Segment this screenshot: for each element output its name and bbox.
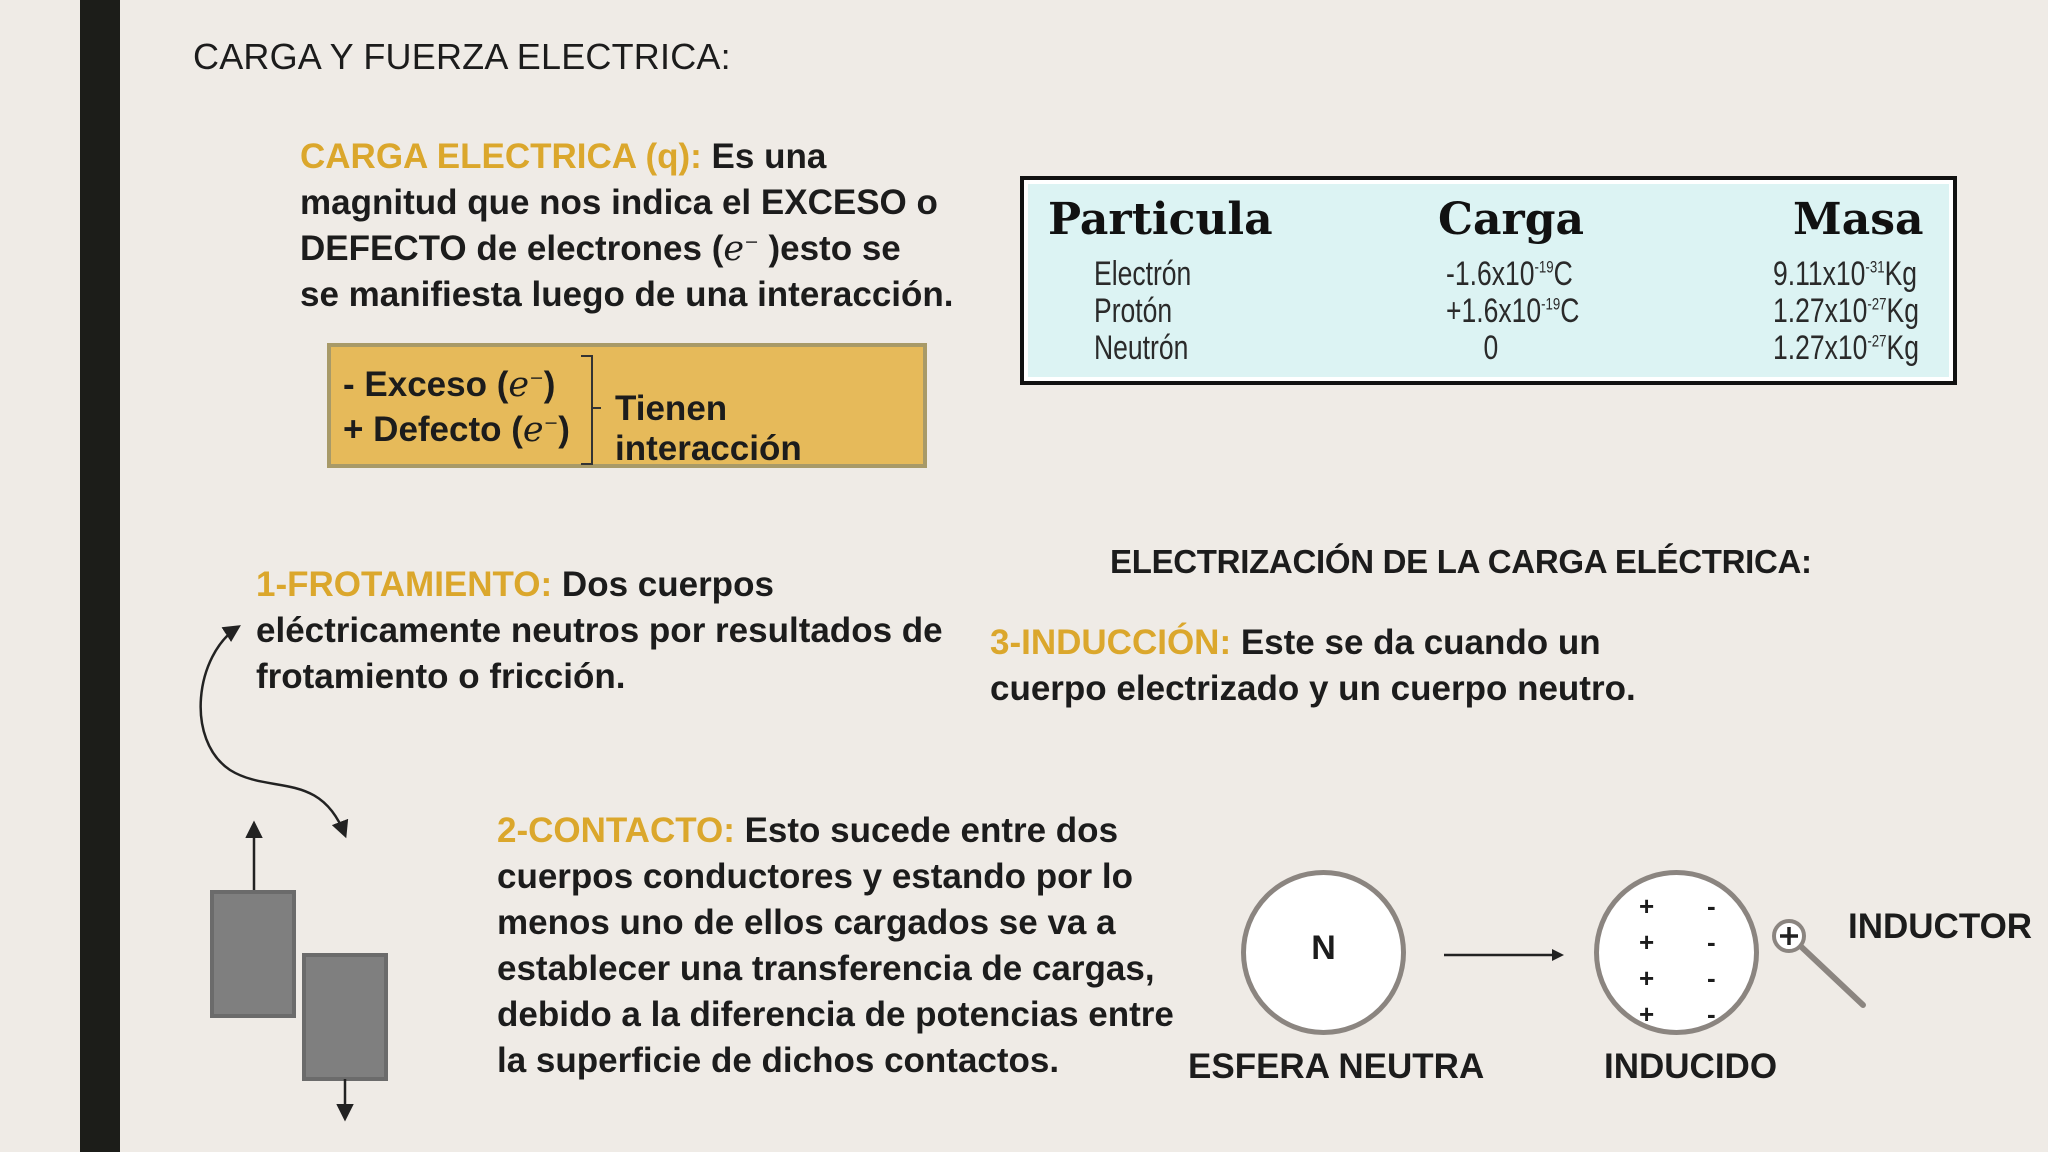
minus-sign: -	[1707, 999, 1716, 1029]
plus-sign: +	[1639, 963, 1655, 993]
carga-text-2: )esto se	[758, 229, 901, 268]
bracket-tick	[593, 407, 601, 409]
mass-base: 9.11x10	[1773, 255, 1866, 293]
electrizacion-heading: ELECTRIZACIÓN DE LA CARGA ELÉCTRICA:	[1110, 543, 1812, 580]
charge-base: +1.6x10	[1446, 292, 1542, 330]
defecto-e-symbol: e	[522, 410, 544, 450]
mass-unit: Kg	[1886, 329, 1919, 367]
mass-unit: Kg	[1886, 292, 1919, 330]
neutral-letter: N	[1311, 929, 1336, 967]
defecto-close: )	[558, 410, 570, 449]
block-left	[210, 890, 296, 1018]
plus-sign: +	[1639, 891, 1655, 921]
particle-table-body: Particula Carga Masa Electrón Protón Neu…	[1028, 184, 1949, 377]
particle-table: Particula Carga Masa Electrón Protón Neu…	[1020, 176, 1957, 385]
inductor-rod-icon	[1772, 919, 1866, 1008]
charge-unit: C	[1560, 292, 1580, 330]
charge-base: 0	[1483, 329, 1499, 367]
mass-proton: 1.27x10-27Kg	[1773, 293, 1919, 330]
neutral-sphere: N	[1241, 870, 1406, 1035]
frotamiento-heading: 1-FROTAMIENTO:	[256, 565, 553, 604]
exceso-close: )	[543, 365, 556, 404]
slide-title: CARGA Y FUERZA ELECTRICA:	[193, 36, 731, 77]
exceso-defecto-box: - Exceso (e−) + Defecto (e−) Tienen inte…	[327, 343, 927, 468]
contacto-text: Esto sucede entre dos cuerpos conductore…	[497, 811, 1174, 1080]
curved-arrow	[199, 625, 349, 839]
induccion-paragraph: 3-INDUCCIÓN: Este se da cuando un cuerpo…	[990, 620, 1710, 712]
block-right	[302, 953, 388, 1081]
mass-exp: -27	[1867, 331, 1887, 351]
mass-exp: -27	[1867, 294, 1887, 314]
exceso-line: - Exceso (e−)	[343, 365, 555, 405]
charge-neutron: 0	[1446, 330, 1579, 367]
mass-unit: Kg	[1884, 255, 1918, 293]
charge-unit: C	[1553, 255, 1573, 293]
carga-paragraph: CARGA ELECTRICA (q): Es una magnitud que…	[300, 134, 990, 318]
exceso-label: - Exceso (	[343, 365, 509, 404]
defecto-e-sup: −	[543, 413, 559, 434]
charge-proton: +1.6x10-19C	[1446, 293, 1579, 330]
mass-values: 9.11x10-31Kg 1.27x10-27Kg 1.27x10-27Kg	[1773, 256, 1919, 367]
mass-base: 1.27x10	[1773, 292, 1868, 330]
inductor-label: INDUCTOR	[1848, 907, 2033, 946]
induccion-heading: 3-INDUCCIÓN:	[990, 623, 1232, 662]
charge-exp: -19	[1534, 257, 1554, 277]
header-carga: Carga	[1438, 194, 1584, 245]
carga-e-sup: −	[744, 232, 759, 253]
induced-sphere-label: INDUCIDO	[1604, 1047, 1778, 1086]
induction-arrow	[1444, 949, 1564, 961]
particle-neutron: Neutrón	[1094, 329, 1189, 367]
particle-proton: Protón	[1094, 292, 1173, 330]
tienen-interaccion-label: Tienen interacción	[615, 389, 802, 468]
bracket	[581, 355, 593, 465]
defecto-label: + Defecto (	[343, 410, 523, 449]
header-particula: Particula	[1048, 194, 1273, 245]
carga-heading: CARGA ELECTRICA (q):	[300, 137, 702, 176]
plus-sign: +	[1639, 999, 1655, 1029]
minus-sign: -	[1707, 891, 1716, 921]
charge-electron: -1.6x10-19C	[1446, 256, 1579, 293]
induced-sphere: + + + + - - - -	[1594, 870, 1759, 1035]
mass-base: 1.27x10	[1773, 329, 1868, 367]
mass-neutron: 1.27x10-27Kg	[1773, 330, 1919, 367]
mass-electron: 9.11x10-31Kg	[1773, 256, 1919, 293]
exceso-e-sup: −	[529, 368, 544, 389]
carga-text-1: Es una magnitud que nos indica el EXCESO…	[300, 137, 938, 268]
contacto-heading: 2-CONTACTO:	[497, 811, 735, 850]
charge-values: -1.6x10-19C +1.6x10-19C 0	[1446, 256, 1579, 367]
neutral-sphere-label: ESFERA NEUTRA	[1188, 1047, 1485, 1086]
particle-electron: Electrón	[1094, 255, 1192, 293]
charge-exp: -19	[1541, 294, 1561, 314]
header-masa: Masa	[1793, 194, 1924, 245]
mass-exp: -31	[1865, 257, 1885, 277]
minus-sign: -	[1707, 963, 1716, 993]
particle-names: Electrón Protón Neutrón	[1094, 256, 1191, 367]
carga-e-symbol: e	[723, 229, 745, 269]
charge-base: -1.6x10	[1446, 255, 1535, 293]
defecto-line: + Defecto (e−)	[343, 410, 570, 450]
minus-sign: -	[1707, 927, 1716, 957]
plus-sign: +	[1639, 927, 1655, 957]
induccion-text: Este se da cuando un cuerpo electrizado …	[990, 623, 1636, 708]
sidebar-bar	[80, 0, 120, 1152]
contacto-paragraph: 2-CONTACTO: Esto sucede entre dos cuerpo…	[497, 808, 1197, 1084]
contact-illustration	[199, 625, 388, 1122]
carga-text-3: se manifiesta luego de una interacción.	[300, 275, 954, 314]
exceso-e-symbol: e	[508, 365, 530, 405]
